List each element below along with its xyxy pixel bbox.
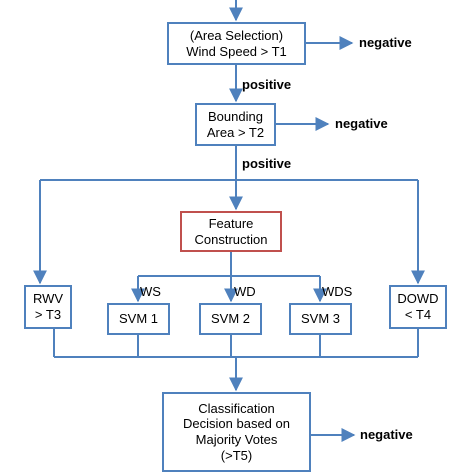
edge-label-positive-2: positive (242, 156, 292, 171)
edge-label-wds: WDS (322, 284, 353, 299)
node-classification: Classification Decision based on Majorit… (162, 392, 311, 472)
edge-label-negative-1: negative (359, 35, 412, 50)
node-svm2: SVM 2 (199, 303, 262, 335)
node-svm3-label: SVM 3 (300, 311, 340, 327)
node-svm2-label: SVM 2 (210, 311, 250, 327)
edge-label-negative-2: negative (335, 116, 388, 131)
node-dowd: DOWD < T4 (389, 285, 447, 329)
node-feature-construction: Feature Construction (180, 211, 282, 252)
node-svm3: SVM 3 (289, 303, 352, 335)
node-bounding-area-label: Bounding Area > T2 (206, 108, 265, 140)
node-svm1: SVM 1 (107, 303, 170, 335)
node-area-selection-label: (Area Selection) Wind Speed > T1 (186, 27, 287, 59)
edge-label-positive-1: positive (242, 77, 292, 92)
node-dowd-label: DOWD < T4 (397, 291, 439, 322)
node-svm1-label: SVM 1 (118, 311, 158, 327)
node-area-selection: (Area Selection) Wind Speed > T1 (167, 22, 306, 65)
node-feature-construction-label: Feature Construction (194, 215, 268, 247)
edge-label-wd: WD (234, 284, 256, 299)
edge-label-negative-3: negative (360, 427, 413, 442)
node-rwv: RWV > T3 (24, 285, 72, 329)
edge-label-ws: WS (140, 284, 161, 299)
node-classification-label: Classification Decision based on Majorit… (183, 400, 290, 463)
node-bounding-area: Bounding Area > T2 (195, 103, 276, 146)
node-rwv-label: RWV > T3 (32, 291, 64, 322)
